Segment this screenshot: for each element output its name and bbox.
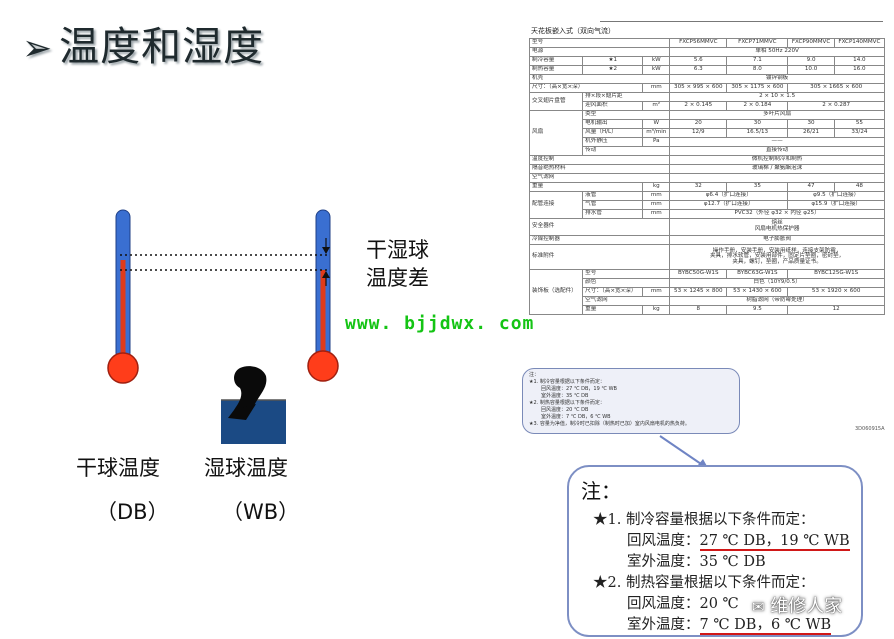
note-line-5: 回风温度：20 ℃ [627, 596, 739, 612]
table-row: 机外静压 Pa —— [530, 137, 885, 147]
table-row: 迎风面积 m² 2 × 0.145 2 × 0.184 2 × 0.287 [530, 101, 885, 111]
small-note-box: 注： ★1. 制冷容量根据以下条件而定： 回风温度：27 ℃ DB，19 ℃ W… [522, 368, 740, 434]
spec-title: 天花板嵌入式（双向气流） [531, 27, 615, 35]
table-row: 标准附件 操作手册，安装手册，安装用纸样，连接支架防霉，夹具，排水软管，安装用部… [528, 244, 885, 270]
zoom-connector-line [659, 435, 705, 467]
brand-watermark: ✉ 维修人家 [752, 596, 843, 617]
note-line-1: ★1. 制冷容量根据以下条件而定： [593, 512, 815, 528]
table-row: 制热容量 ★2 kW 6.3 8.0 10.0 16.0 [528, 65, 886, 75]
dry-bulb-label: 干球温度 [76, 456, 160, 480]
slide-title-text: 温度和湿度 [59, 24, 265, 70]
wechat-icon: ✉ [752, 598, 765, 616]
table-row: 冷媒控制器 电子膨胀阀 [528, 235, 885, 245]
note-line-2: 回风温度：27 ℃ DB，19 ℃ WB [627, 533, 850, 551]
table-row: 风扇 类型 多叶片风扇 [528, 110, 885, 156]
table-row: 装饰板（选配件） 型号 BYBC50G-W1S BYBC63G-W1S BYBC… [528, 269, 885, 315]
table-row: 空气滤网 树脂滤网（带防霉处理） [530, 296, 885, 306]
zoomed-note-box: 注： ★1. 制冷容量根据以下条件而定： 回风温度：27 ℃ DB，19 ℃ W… [567, 465, 863, 637]
table-row: 制冷容量 ★1 kW 5.6 7.1 9.0 14.0 [528, 56, 886, 66]
dry-bulb-abbr: （DB） [96, 500, 169, 524]
table-row: 交叉翅片盘管 排×段×翅片距 2 × 10 × 1.5 [528, 92, 885, 111]
note-line-4: ★2. 制热容量根据以下条件而定： [593, 575, 815, 591]
note-line-3: 室外温度：35 ℃ DB [627, 554, 766, 570]
table-row: 重量 kg 32 35 47 48 [528, 182, 886, 192]
spec-divider [600, 21, 883, 22]
table-row: 颜色 白色（10Y9/0.5） [530, 278, 885, 288]
table-row: 机壳 镀锌钢板 [528, 74, 885, 84]
underlined-outdoor-condition: 7 ℃ DB，6 ℃ WB [699, 617, 832, 635]
spec-table: 型号 FXCP56MMVC FXCP71MMVC FXCP90MMVC FXCP… [528, 38, 886, 315]
table-row: 温度控制 微机控制制冷和制热 [528, 155, 885, 165]
table-row: 配管连接 液管 mm φ6.4（扩口连接） φ9.5（扩口连接） [528, 191, 885, 219]
table-row: 空气滤网 [528, 173, 885, 183]
table-row: 尺寸：（高×宽×深） mm 53 × 1245 × 800 53 × 1430 … [530, 287, 885, 297]
table-row: 重量 kg 8 9.5 12 [530, 305, 885, 315]
table-row: 安全器件 熔丝风扇电机热保护器 [528, 218, 885, 236]
table-row: 型号 FXCP56MMVC FXCP71MMVC FXCP90MMVC FXCP… [528, 38, 886, 48]
table-row: 风量（H/L） m³/min 12/9 16.5/13 26/21 33/24 [530, 128, 886, 138]
table-row: 电源 单相 50Hz 220V [528, 47, 885, 57]
slide-title: ➢温度和湿度 [22, 14, 264, 72]
dry-bulb-thermometer [107, 209, 139, 384]
table-row: 电机输出 W 20 30 30 55 [530, 119, 886, 129]
table-row: 气管 mm φ12.7（扩口连接） φ15.9（扩口连接） [530, 200, 885, 210]
underlined-indoor-condition: 27 ℃ DB，19 ℃ WB [699, 533, 850, 551]
arrow-bullet-icon: ➢ [22, 28, 54, 69]
reference-code: 3D060915A [855, 426, 885, 432]
diff-label-line2: 温度差 [366, 266, 429, 290]
table-row: 排水管 mm PVC32（外径 φ32 × 内径 φ25） [530, 209, 885, 219]
table-row: 尺寸：（高×宽×深） mm 305 × 995 × 600 305 × 1175… [528, 83, 885, 93]
wet-bulb-abbr: （WB） [222, 500, 300, 524]
note-line-6: 室外温度：7 ℃ DB，6 ℃ WB [627, 617, 832, 635]
note-heading: 注： [581, 479, 621, 503]
diff-label-line1: 干湿球 [366, 238, 429, 262]
watermark-url: www. bjjdwx. com [345, 313, 535, 334]
table-row: 传动 直接传动 [530, 146, 885, 156]
table-row: 隔音绝热材料 玻璃棉 / 聚氨酯泡沫 [528, 164, 885, 174]
wick-cloth [234, 366, 267, 412]
wet-bulb-label: 湿球温度 [204, 456, 288, 480]
